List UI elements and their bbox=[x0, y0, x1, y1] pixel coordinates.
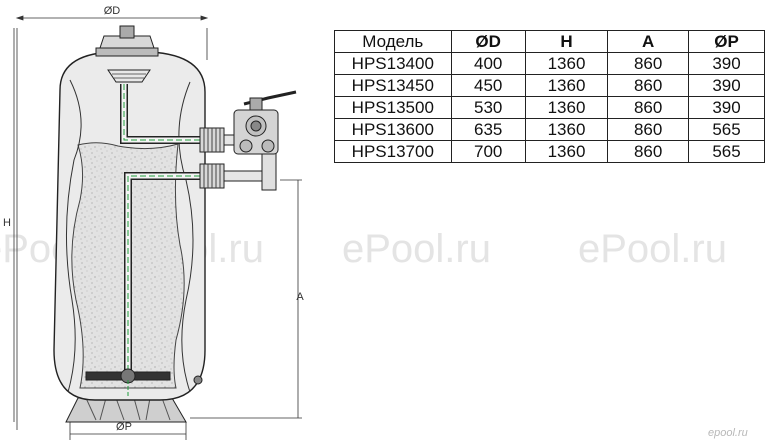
cell-diameter: 635 bbox=[450, 118, 526, 141]
spec-table: Модель ØD H A ØP HPS13400 400 1360 860 3… bbox=[334, 30, 765, 163]
cell-height: 1360 bbox=[524, 118, 609, 141]
header-height: H bbox=[524, 30, 609, 53]
header-diameter: ØD bbox=[450, 30, 526, 53]
cell-diameter: 400 bbox=[450, 52, 526, 75]
cell-model: HPS13600 bbox=[334, 118, 452, 141]
tank-lid bbox=[95, 25, 159, 57]
watermark-corner: epool.ru bbox=[708, 427, 748, 439]
label-inlet-height: A bbox=[296, 291, 304, 303]
internal-piping bbox=[120, 84, 200, 380]
cell-diameter: 700 bbox=[450, 140, 526, 163]
cell-model: HPS13400 bbox=[334, 52, 452, 75]
cell-diameter: 450 bbox=[450, 74, 526, 97]
cell-model: HPS13500 bbox=[334, 96, 452, 119]
cell-a: 860 bbox=[607, 52, 690, 75]
table-row: HPS13400 400 1360 860 390 bbox=[334, 52, 765, 75]
cell-base-diameter: 390 bbox=[688, 96, 765, 119]
tank-base bbox=[65, 397, 187, 423]
table-row: HPS13450 450 1360 860 390 bbox=[334, 74, 765, 97]
watermark-2: ePool.ru bbox=[342, 227, 491, 271]
table-row: HPS13600 635 1360 860 565 bbox=[334, 118, 765, 141]
cell-model: HPS13700 bbox=[334, 140, 452, 163]
dimension-base bbox=[69, 422, 187, 440]
table-header-row: Модель ØD H A ØP bbox=[334, 30, 765, 53]
cell-height: 1360 bbox=[524, 140, 609, 163]
table-row: HPS13700 700 1360 860 565 bbox=[334, 140, 765, 163]
label-height: H bbox=[3, 217, 11, 229]
cell-model: HPS13450 bbox=[334, 74, 452, 97]
cell-diameter: 530 bbox=[450, 96, 526, 119]
header-model: Модель bbox=[334, 30, 452, 53]
dimension-inlet bbox=[190, 179, 302, 419]
cell-base-diameter: 565 bbox=[688, 140, 765, 163]
multiport-valve bbox=[233, 90, 297, 155]
label-diameter: ØD bbox=[104, 5, 121, 17]
dimension-diameter bbox=[15, 15, 209, 430]
cell-base-diameter: 390 bbox=[688, 74, 765, 97]
bottom-laterals bbox=[85, 368, 203, 398]
cell-height: 1360 bbox=[524, 74, 609, 97]
watermark-3: ePool.ru bbox=[578, 227, 727, 271]
top-diffuser bbox=[107, 69, 151, 83]
cell-a: 860 bbox=[607, 118, 690, 141]
label-base-diameter: ØP bbox=[116, 421, 132, 433]
cell-height: 1360 bbox=[524, 52, 609, 75]
cell-a: 860 bbox=[607, 74, 690, 97]
cell-base-diameter: 390 bbox=[688, 52, 765, 75]
header-a: A bbox=[607, 30, 690, 53]
cell-height: 1360 bbox=[524, 96, 609, 119]
cell-base-diameter: 565 bbox=[688, 118, 765, 141]
cell-a: 860 bbox=[607, 140, 690, 163]
header-base-diameter: ØP bbox=[688, 30, 765, 53]
table-row: HPS13500 530 1360 860 390 bbox=[334, 96, 765, 119]
cell-a: 860 bbox=[607, 96, 690, 119]
